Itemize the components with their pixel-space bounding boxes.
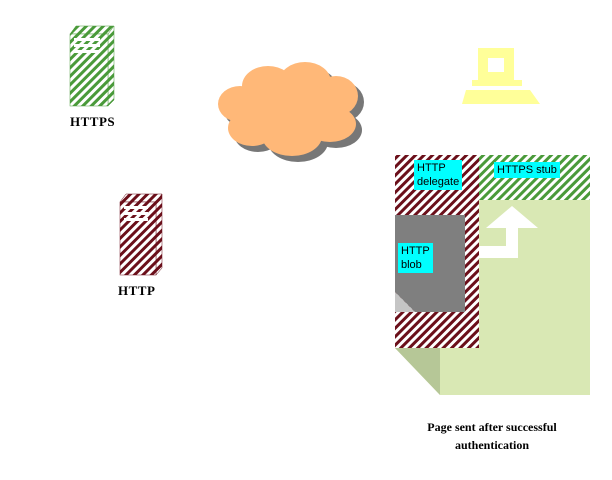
page-caption-line1: Page sent after successful <box>427 420 557 434</box>
http-blob-label: HTTP blob <box>398 243 433 273</box>
page-document <box>395 155 590 395</box>
http-delegate-label-line2: delegate <box>417 176 460 188</box>
http-server-label: HTTP <box>118 283 156 298</box>
client-computer-icon <box>462 48 540 104</box>
http-delegate-label: HTTP delegate <box>414 160 463 190</box>
http-delegate-label-line1: HTTP <box>417 162 446 174</box>
http-blob-label-line2: blob <box>401 259 422 271</box>
page-caption: Page sent after successful authenticatio… <box>392 418 592 454</box>
cloud-icon <box>218 62 364 162</box>
https-server-label: HTTPS <box>70 114 116 129</box>
page-caption-line2: authentication <box>454 438 529 452</box>
http-blob-label-line1: HTTP <box>401 245 430 257</box>
https-server-icon <box>69 25 115 107</box>
http-server-icon <box>119 193 163 276</box>
https-stub-label: HTTPS stub <box>494 162 560 178</box>
